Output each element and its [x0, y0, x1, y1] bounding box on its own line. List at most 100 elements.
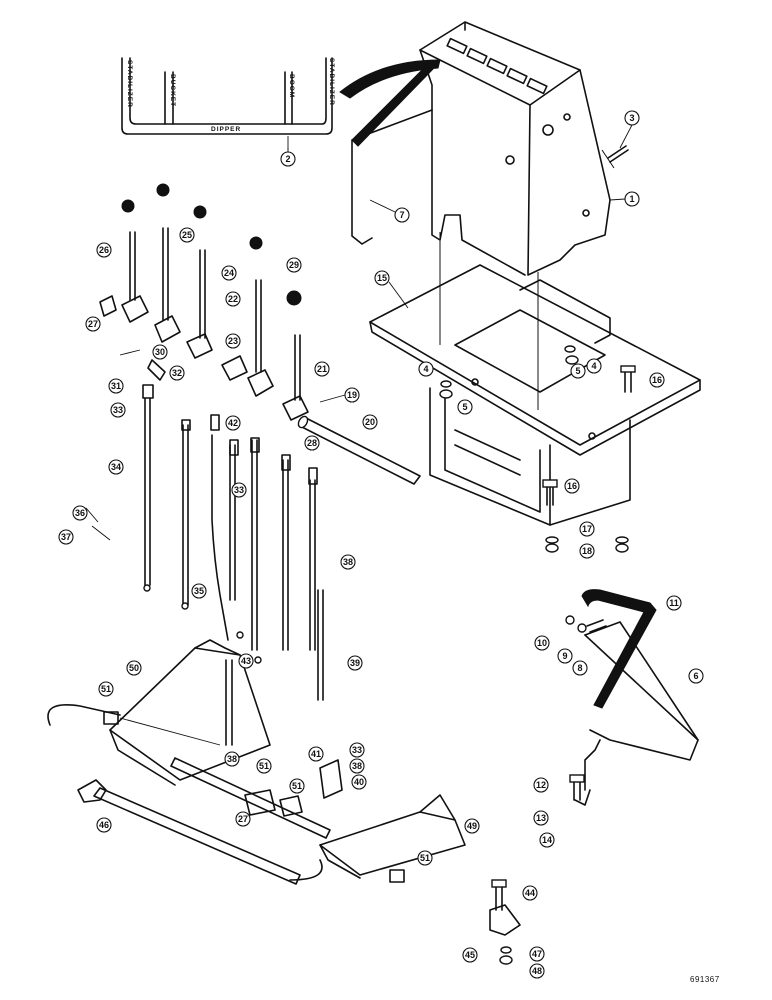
callout-36: 36	[72, 505, 88, 521]
callout-22: 22	[225, 291, 241, 307]
callout-23: 23	[225, 333, 241, 349]
callout-7: 7	[394, 207, 410, 223]
svg-text:31: 31	[111, 381, 121, 391]
callout-32: 32	[169, 365, 185, 381]
svg-text:28: 28	[307, 438, 317, 448]
svg-text:5: 5	[462, 402, 467, 412]
callout-11: 11	[666, 595, 682, 611]
svg-text:15: 15	[377, 273, 387, 283]
callout-45: 45	[462, 947, 478, 963]
callout-27b: 27	[235, 811, 251, 827]
svg-text:14: 14	[542, 835, 552, 845]
svg-text:17: 17	[582, 524, 592, 534]
callout-35: 35	[191, 583, 207, 599]
callout-4b: 4	[418, 361, 434, 377]
svg-text:38: 38	[227, 754, 237, 764]
svg-text:51: 51	[420, 853, 430, 863]
svg-text:27: 27	[238, 814, 248, 824]
console-cover	[339, 21, 611, 276]
callout-33a: 33	[110, 402, 126, 418]
svg-text:4: 4	[591, 361, 596, 371]
linkage-rods	[85, 349, 324, 701]
svg-text:29: 29	[289, 260, 299, 270]
control-levers	[99, 227, 309, 421]
svg-text:48: 48	[532, 966, 542, 976]
svg-text:33: 33	[234, 485, 244, 495]
callout-38c: 38	[349, 758, 365, 774]
callout-12: 12	[533, 777, 549, 793]
svg-text:36: 36	[75, 508, 85, 518]
svg-text:20: 20	[365, 417, 375, 427]
callout-1: 1	[624, 191, 640, 207]
callout-26: 26	[96, 242, 112, 258]
svg-text:33: 33	[352, 745, 362, 755]
svg-text:50: 50	[129, 663, 139, 673]
control-decal: STABILIZER BUCKET DIPPER BOOM STABILIZER	[121, 57, 335, 150]
callout-16b: 16	[564, 478, 580, 494]
part-callouts: 1 2 3 4 4 5 5 6 7 8 9 10 11 12 13 14 15 …	[58, 110, 704, 979]
svg-text:42: 42	[228, 418, 238, 428]
svg-text:38: 38	[343, 557, 353, 567]
svg-text:40: 40	[354, 777, 364, 787]
svg-text:22: 22	[228, 294, 238, 304]
callout-5b: 5	[457, 399, 473, 415]
callout-51c: 51	[289, 778, 305, 794]
svg-text:8: 8	[577, 663, 582, 673]
decal-bucket: BUCKET	[169, 74, 176, 107]
svg-text:18: 18	[582, 546, 592, 556]
callout-10: 10	[534, 635, 550, 651]
decal-stabilizer-right: STABILIZER	[328, 58, 335, 106]
callout-6: 6	[688, 668, 704, 684]
svg-text:44: 44	[525, 888, 535, 898]
callout-43: 43	[238, 653, 254, 669]
drawing-number: 691367	[690, 975, 720, 984]
callout-51b: 51	[256, 758, 272, 774]
svg-text:38: 38	[352, 761, 362, 771]
svg-text:9: 9	[562, 651, 567, 661]
svg-text:45: 45	[465, 950, 475, 960]
callout-40: 40	[351, 774, 367, 790]
svg-text:37: 37	[61, 532, 71, 542]
callout-38b: 38	[224, 751, 240, 767]
callout-38a: 38	[340, 554, 356, 570]
svg-text:32: 32	[172, 368, 182, 378]
callout-25: 25	[179, 227, 195, 243]
control-shaft	[297, 394, 421, 485]
callout-29: 29	[286, 257, 302, 273]
svg-text:47: 47	[532, 949, 542, 959]
callout-39: 39	[347, 655, 363, 671]
svg-text:51: 51	[101, 684, 111, 694]
callout-17: 17	[579, 521, 595, 537]
svg-text:16: 16	[652, 375, 662, 385]
callout-33b: 33	[231, 482, 247, 498]
callout-19: 19	[344, 387, 360, 403]
svg-text:24: 24	[224, 268, 234, 278]
svg-text:6: 6	[693, 671, 698, 681]
svg-text:25: 25	[182, 230, 192, 240]
callout-44: 44	[522, 885, 538, 901]
callout-8: 8	[572, 660, 588, 676]
svg-text:1: 1	[629, 194, 634, 204]
callout-3: 3	[624, 110, 640, 126]
callout-18: 18	[579, 543, 595, 559]
svg-text:41: 41	[311, 749, 321, 759]
callout-48: 48	[529, 963, 545, 979]
callout-46: 46	[96, 817, 112, 833]
callout-2: 2	[280, 151, 296, 167]
lever-knobs	[121, 183, 302, 306]
callout-24: 24	[221, 265, 237, 281]
callout-37: 37	[58, 529, 74, 545]
svg-text:5: 5	[575, 366, 580, 376]
svg-text:3: 3	[629, 113, 634, 123]
svg-text:51: 51	[292, 781, 302, 791]
mounting-bracket	[489, 879, 521, 965]
svg-text:13: 13	[536, 813, 546, 823]
svg-text:2: 2	[285, 154, 290, 164]
foot-pedals	[47, 639, 466, 885]
svg-text:12: 12	[536, 780, 546, 790]
callout-16a: 16	[649, 372, 665, 388]
callout-9: 9	[557, 648, 573, 664]
side-bracket	[565, 589, 699, 806]
callout-4a: 4	[586, 358, 602, 374]
svg-text:10: 10	[537, 638, 547, 648]
